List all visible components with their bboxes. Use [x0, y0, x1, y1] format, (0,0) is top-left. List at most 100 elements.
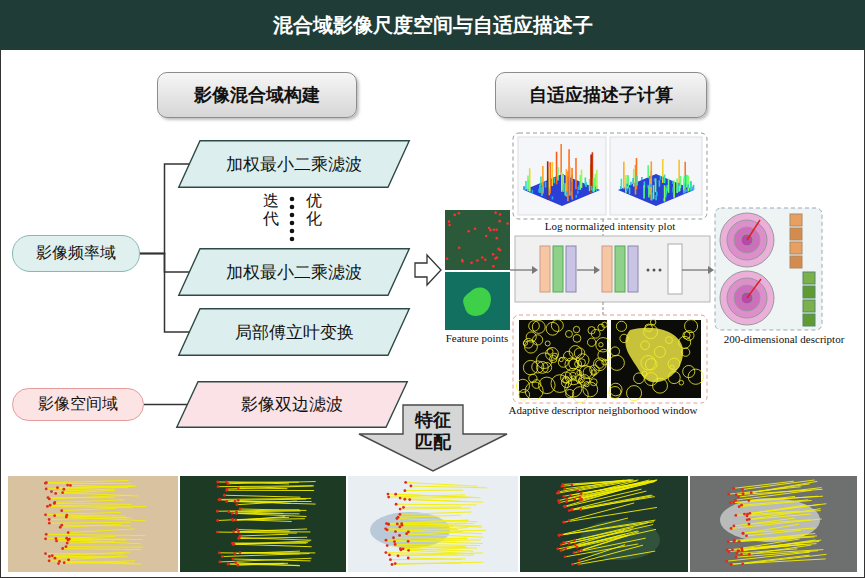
window-circle [653, 378, 668, 393]
spike [566, 169, 568, 196]
window-circle [587, 338, 595, 346]
match-point [737, 496, 740, 499]
spike [672, 187, 674, 192]
match-line [732, 544, 816, 550]
match-image [690, 476, 857, 572]
window-circle [561, 378, 571, 388]
feature-point [481, 256, 484, 259]
match-image [520, 476, 688, 572]
match-point [384, 527, 387, 530]
spike [556, 152, 558, 185]
spike [577, 191, 579, 194]
match-point [236, 503, 239, 506]
match-images [8, 476, 857, 572]
match-point [729, 501, 732, 504]
window-circle [574, 348, 584, 358]
match-point [46, 505, 49, 508]
window-circle [634, 373, 645, 384]
outline [177, 382, 408, 428]
match-line [403, 507, 461, 508]
spike [648, 186, 650, 197]
match-image [348, 476, 518, 572]
dot [290, 221, 295, 226]
figure-caption: Feature points [436, 332, 518, 344]
match-line [402, 524, 482, 527]
match-point [402, 506, 405, 509]
spike [569, 167, 571, 196]
figure-caption: 200-dimensional descriptor [708, 333, 860, 345]
window-circle [542, 363, 552, 373]
match-point [401, 524, 404, 527]
feature-point [467, 230, 470, 233]
outline [359, 405, 507, 471]
match-point [216, 531, 219, 534]
window-circle [688, 369, 703, 384]
match-line [578, 535, 629, 551]
dot [290, 229, 295, 234]
feature-point [474, 227, 477, 230]
match-point [580, 492, 583, 495]
window-circle [533, 335, 543, 345]
domain-pill: 影像空间域 [12, 388, 144, 421]
window-circle [616, 321, 626, 331]
match-point [65, 545, 68, 548]
spike [625, 175, 627, 193]
feature-point [476, 259, 479, 262]
match-point [729, 563, 732, 566]
ring [720, 213, 774, 267]
match-point [395, 503, 398, 506]
match-image [180, 476, 346, 572]
match-point [558, 534, 561, 537]
flow-line [682, 269, 708, 270]
window-circle [642, 371, 647, 376]
yellow-region [625, 328, 683, 383]
spike [629, 187, 631, 194]
feature-point [458, 247, 461, 250]
spike [542, 166, 544, 194]
feature-point [493, 229, 496, 232]
match-line [218, 485, 313, 487]
window-circle [547, 349, 553, 355]
match-point [231, 558, 234, 561]
match-line [403, 549, 473, 551]
match-line [232, 513, 306, 516]
annotation: 迭代 [263, 192, 279, 227]
window-circle [570, 372, 576, 378]
match-line [411, 486, 487, 488]
window-circle [683, 365, 695, 377]
window-circle [579, 366, 592, 379]
spike [540, 176, 542, 185]
spike [687, 176, 689, 192]
bar-cell [790, 256, 802, 268]
feature-point [492, 253, 495, 256]
match-point [410, 485, 413, 488]
window-circle [670, 365, 674, 369]
match-point [394, 493, 397, 496]
window-circle [644, 325, 658, 339]
window-circle [573, 326, 579, 332]
match-line [55, 500, 125, 503]
match-point [735, 556, 738, 559]
flow-line [577, 269, 594, 270]
match-line [239, 537, 307, 538]
match-line [238, 499, 306, 500]
match-point [48, 559, 51, 562]
match-line [234, 544, 312, 547]
spike [581, 170, 583, 188]
match-point [239, 508, 242, 511]
node-label: 影像频率域 [36, 243, 116, 264]
match-point [216, 519, 219, 522]
match-point [67, 558, 70, 561]
spike [673, 181, 675, 198]
bar-cell [790, 242, 802, 254]
spike [627, 175, 629, 189]
match-point [579, 508, 582, 511]
match-line [68, 529, 134, 533]
orientation-arrow [747, 279, 761, 298]
spike [664, 185, 666, 201]
dot [647, 269, 650, 272]
match-point [571, 508, 574, 511]
match-point [61, 491, 64, 494]
spike [678, 160, 680, 185]
